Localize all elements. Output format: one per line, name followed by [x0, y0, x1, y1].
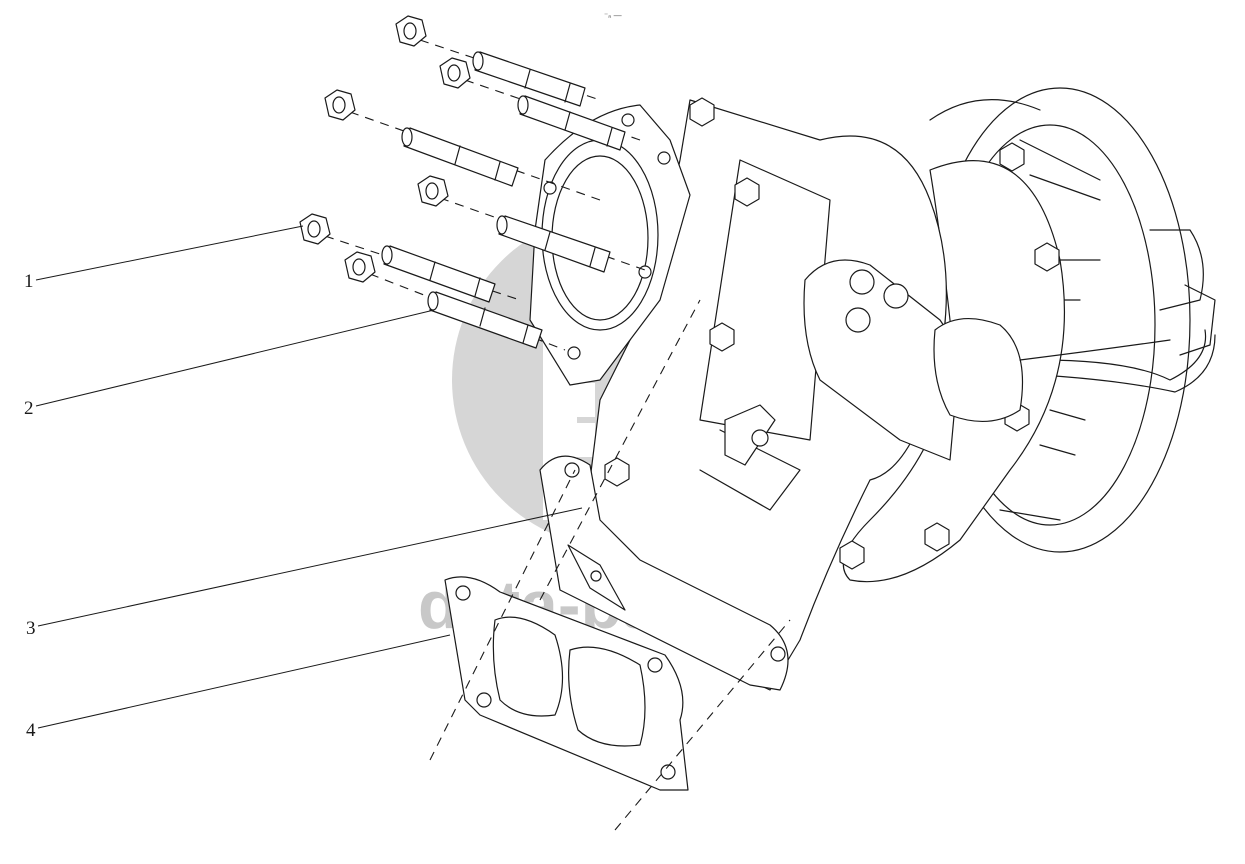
nut-3 [324, 89, 356, 121]
callout-label-2: 2 [24, 398, 34, 419]
studs-part-2 [381, 51, 626, 349]
stud-4 [496, 215, 611, 273]
stud-6 [427, 291, 543, 349]
callout-label-3: 3 [26, 618, 36, 639]
callout-label-1: 1 [24, 271, 34, 292]
stud-3 [401, 127, 519, 187]
nut-1 [395, 15, 427, 47]
stud-1 [472, 51, 586, 107]
wastegate-actuator-bracket [724, 259, 1171, 466]
stud-2 [517, 95, 626, 151]
nut-5 [299, 213, 331, 245]
nut-4 [417, 175, 449, 207]
nut-6 [344, 251, 376, 283]
corner-mark: ⁻ₙ — [604, 11, 622, 20]
turbine-inlet-flange [529, 104, 691, 386]
callout-leaders [35, 225, 583, 729]
callout-label-4: 4 [26, 720, 36, 741]
stud-5 [381, 245, 496, 303]
gasket-part-4 [444, 576, 689, 791]
turbine-housing [559, 97, 947, 691]
outlet-flange-part-3 [539, 455, 789, 691]
nuts-part-1 [299, 15, 471, 283]
nut-2 [439, 57, 471, 89]
